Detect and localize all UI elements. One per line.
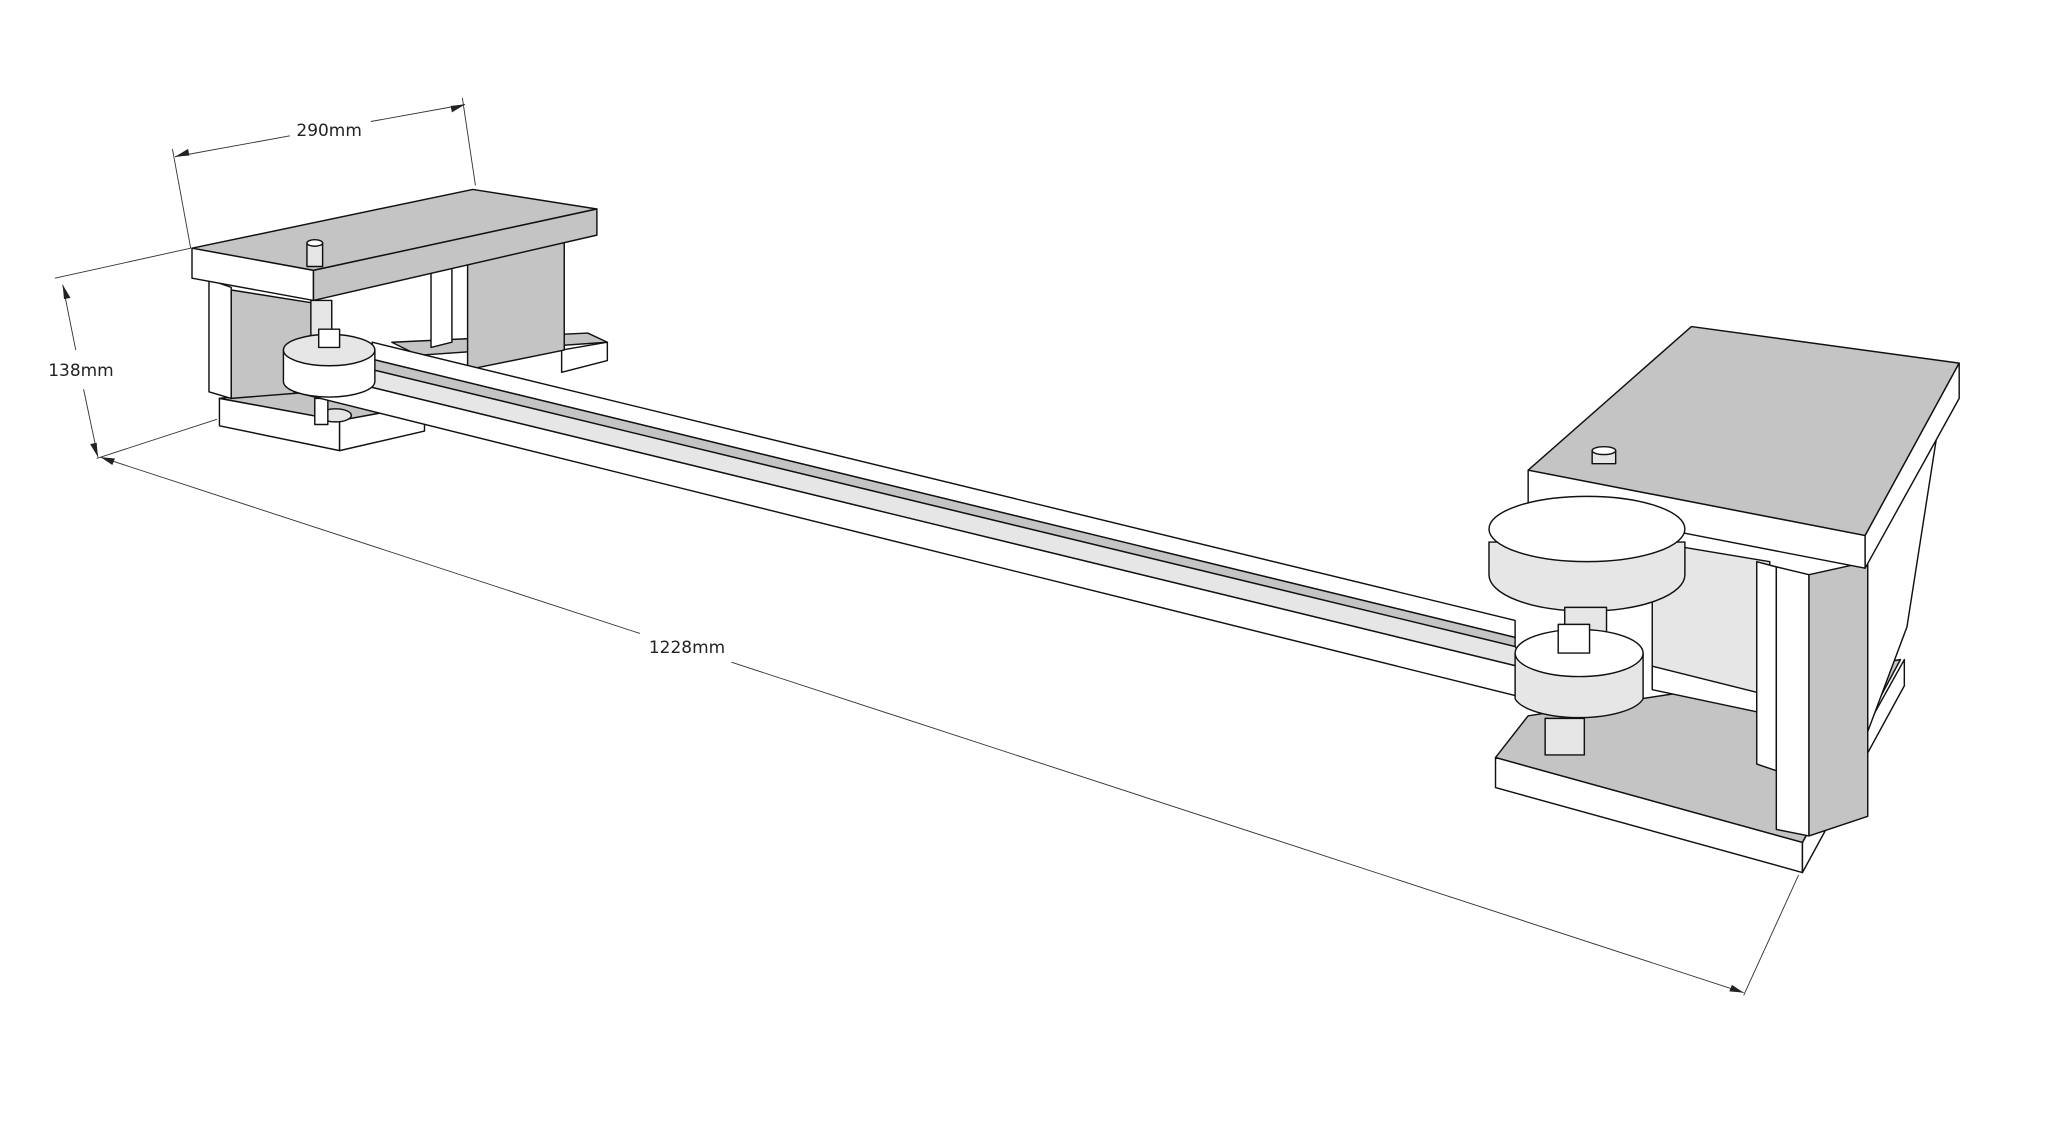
drawing-edge-shape [100, 456, 641, 634]
drawing-edge-shape [293, 362, 1529, 670]
dimension-length: 1228mm [100, 456, 1799, 996]
left-wall-front [208, 278, 232, 400]
drawing-edge-shape [175, 148, 190, 157]
right-inner-post [1756, 560, 1778, 772]
beam-upper-top [371, 341, 1516, 639]
drawing-edge-shape [317, 328, 341, 349]
length-dimension-label: 1228mm [649, 638, 725, 658]
dimension-width: 290mm [171, 97, 476, 249]
drawing-edge-shape [1488, 495, 1686, 563]
left-back-post [430, 263, 453, 349]
right-wall [1808, 560, 1869, 837]
drawing-edge-shape [100, 457, 115, 465]
drawing-edge-shape [54, 247, 191, 279]
beam-assembly [282, 328, 1529, 700]
right-lower-screw [1544, 717, 1586, 756]
drawing-edge-shape [314, 397, 329, 426]
drawing-edge-shape [450, 104, 465, 113]
drawing-edge-shape [1591, 445, 1617, 456]
drawing-edge-shape [560, 341, 609, 373]
drawing-edge-shape [370, 104, 466, 122]
left-top-plate-side [312, 208, 598, 302]
right-nut [1557, 623, 1591, 654]
right-front-post [1775, 566, 1810, 837]
drawing-edge-shape [371, 358, 1516, 648]
beam-lower-front [293, 367, 1529, 700]
drawing-edge-shape [174, 135, 291, 158]
width-dimension-label: 290mm [296, 121, 361, 141]
drawing-edge-shape [96, 418, 217, 459]
dimension-height: 138mm [48, 247, 217, 459]
drawing-edge-shape [62, 284, 71, 300]
height-dimension-label: 138mm [48, 361, 113, 381]
drawing-edge-shape [731, 661, 1744, 994]
right-bracket [1488, 325, 1960, 874]
drawing-edge-shape [90, 442, 98, 458]
drawing-edge-shape [306, 238, 324, 247]
drawing-edge-shape [1743, 874, 1799, 996]
right-top-plate-side [1864, 362, 1960, 569]
drawing-edge-shape [461, 97, 476, 186]
drawing-edge-shape [171, 148, 192, 249]
drawing-edge-shape [1729, 984, 1744, 993]
